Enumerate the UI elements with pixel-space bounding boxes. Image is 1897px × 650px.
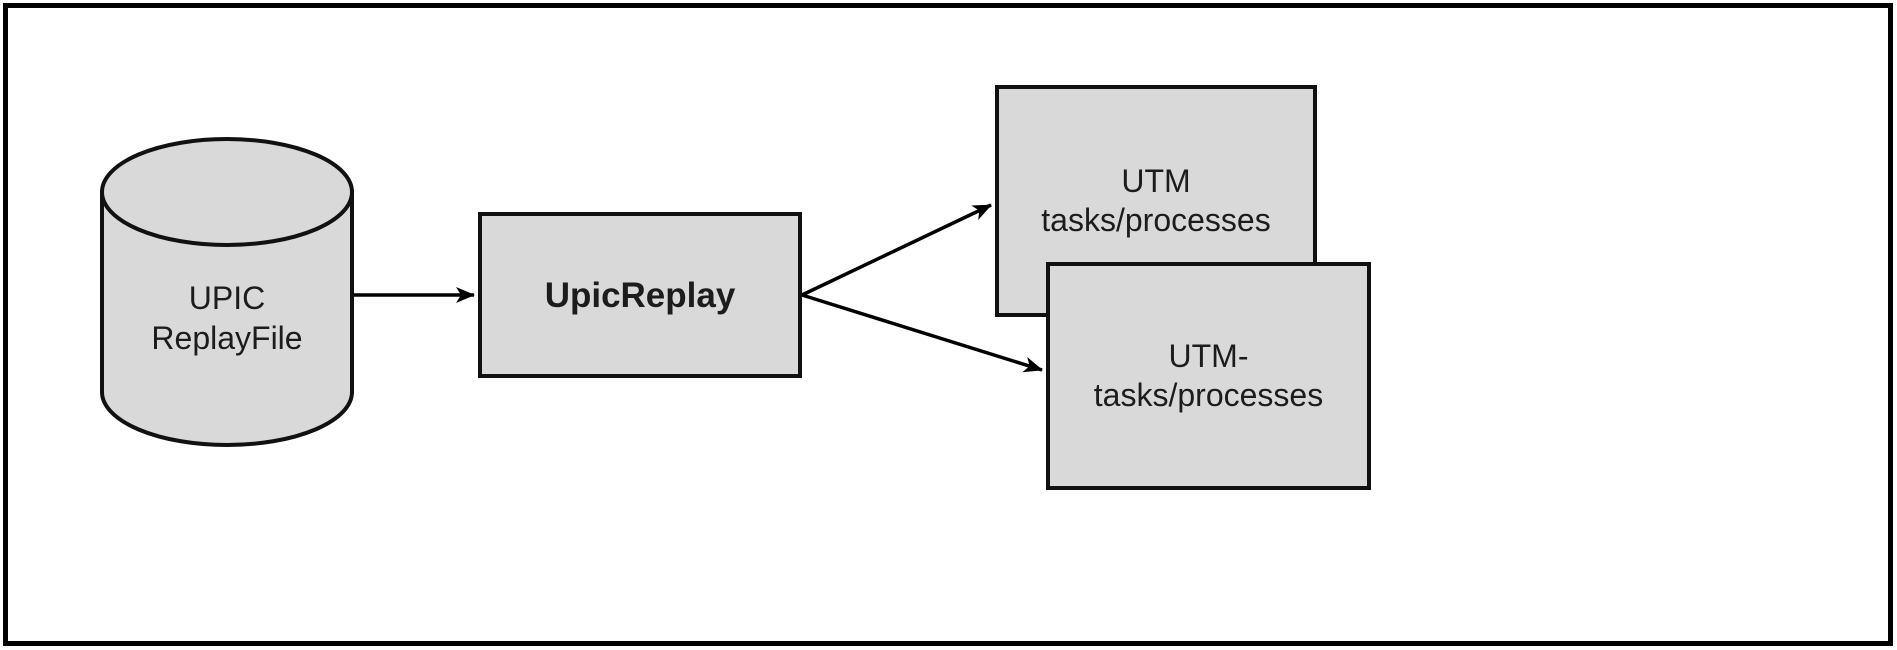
node-upicreplay-label: UpicReplay: [544, 275, 736, 315]
node-utm-tasks-processes-label: UTM tasks/processes: [1041, 162, 1270, 240]
label-line-2: tasks/processes: [1041, 202, 1271, 238]
arrow-upicreplay-to-utm-bottom: [801, 293, 1043, 373]
connector-arrows: [354, 203, 1043, 373]
node-utm-dash-tasks-processes: UTM- tasks/processes: [1046, 262, 1371, 490]
label-line-1: UTM: [1121, 163, 1191, 199]
node-upicreplay: UpicReplay: [478, 212, 802, 378]
arrow-upicreplay-to-utm-top: [801, 203, 992, 297]
cylinder-shape: [100, 137, 354, 447]
node-upic-replayfile-label: UPIC ReplayFile: [102, 278, 352, 358]
label-line-2: ReplayFile: [151, 320, 303, 356]
node-utm-dash-tasks-processes-label: UTM- tasks/processes: [1094, 337, 1323, 415]
label-line-1: UTM-: [1168, 338, 1249, 374]
label-line-2: tasks/processes: [1093, 377, 1324, 413]
label-line-1: UPIC: [188, 280, 266, 316]
